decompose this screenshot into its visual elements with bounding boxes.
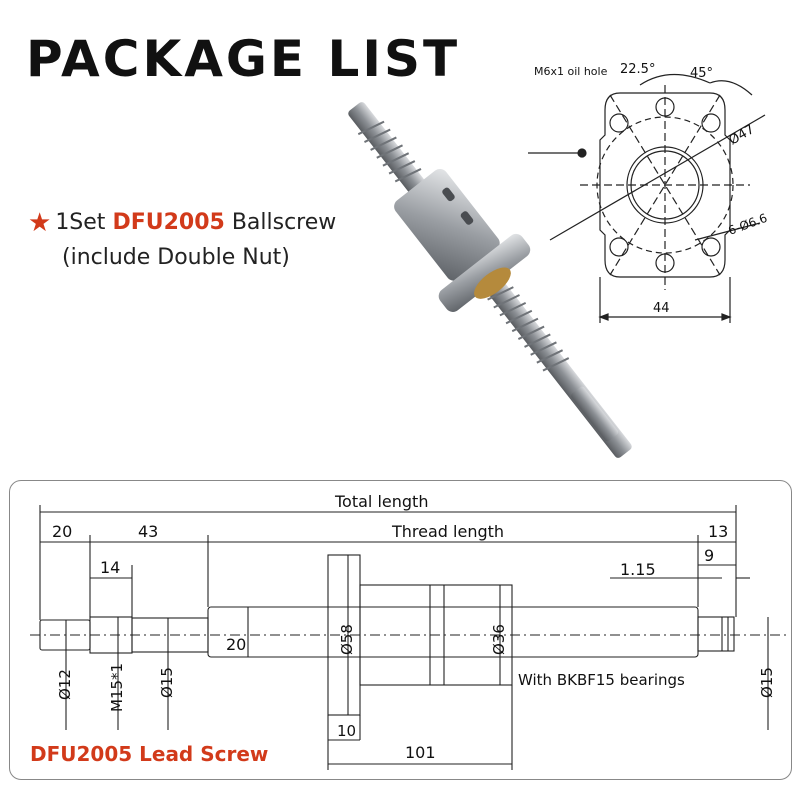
dim-13-label: 13	[708, 522, 728, 541]
angle-small-label: 22.5°	[620, 62, 655, 77]
flange-drawing: M6x1 oil hole 22.5° 45° Ø47 6-Ø6.6 44	[528, 62, 769, 323]
dim-10-label: 10	[337, 722, 356, 740]
thread-m15-label: M15*1	[108, 663, 126, 712]
page-title: PACKAGE LIST	[26, 30, 461, 88]
hole-spec-label: 6-Ø6.6	[726, 211, 769, 238]
dia-12-label: Ø12	[56, 669, 74, 700]
flange-outline	[599, 92, 731, 278]
dim-14-label: 14	[100, 558, 120, 577]
lead-screw-name: DFU2005 Lead Screw	[30, 742, 269, 766]
star-icon: ★	[28, 208, 52, 238]
nut-flange	[438, 233, 531, 312]
bearing-note: With BKBF15 bearings	[518, 671, 685, 689]
lead-screw-drawing: Total length 20 43 Thread length 13 14 9…	[30, 492, 790, 770]
dia-15-left-label: Ø15	[158, 667, 176, 698]
nut-body-drawing	[359, 584, 513, 686]
dim-1-15-label: 1.15	[620, 560, 656, 579]
dim-9-label: 9	[704, 546, 714, 565]
dim-101-label: 101	[405, 743, 436, 762]
thread-length-label: Thread length	[391, 522, 504, 541]
ballscrew-photo	[348, 102, 632, 458]
dia-15-right-label: Ø15	[758, 667, 776, 698]
journal-right	[697, 616, 735, 652]
package-item: Ballscrew	[231, 210, 337, 235]
nut-body	[394, 168, 500, 281]
lead-screw-drawing-panel	[9, 480, 792, 780]
package-note: (include Double Nut)	[62, 245, 290, 270]
pcd-diameter-label: Ø47	[727, 122, 758, 148]
dim-20-inner-label: 20	[226, 635, 246, 654]
flange-width-label: 44	[653, 301, 670, 316]
angle-large-label: 45°	[690, 66, 713, 81]
package-item-line: ★1Set DFU2005 Ballscrew	[28, 208, 336, 238]
dia-58-label: Ø58	[338, 624, 356, 655]
total-length-label: Total length	[334, 492, 428, 511]
thread-section	[207, 606, 699, 658]
dim-43-label: 43	[138, 522, 158, 541]
package-model: DFU2005	[112, 210, 225, 235]
package-quantity: 1Set	[55, 210, 106, 235]
oil-hole-label: M6x1 oil hole	[534, 65, 608, 78]
dim-20-top-label: 20	[52, 522, 72, 541]
dia-36-label: Ø36	[490, 624, 508, 655]
